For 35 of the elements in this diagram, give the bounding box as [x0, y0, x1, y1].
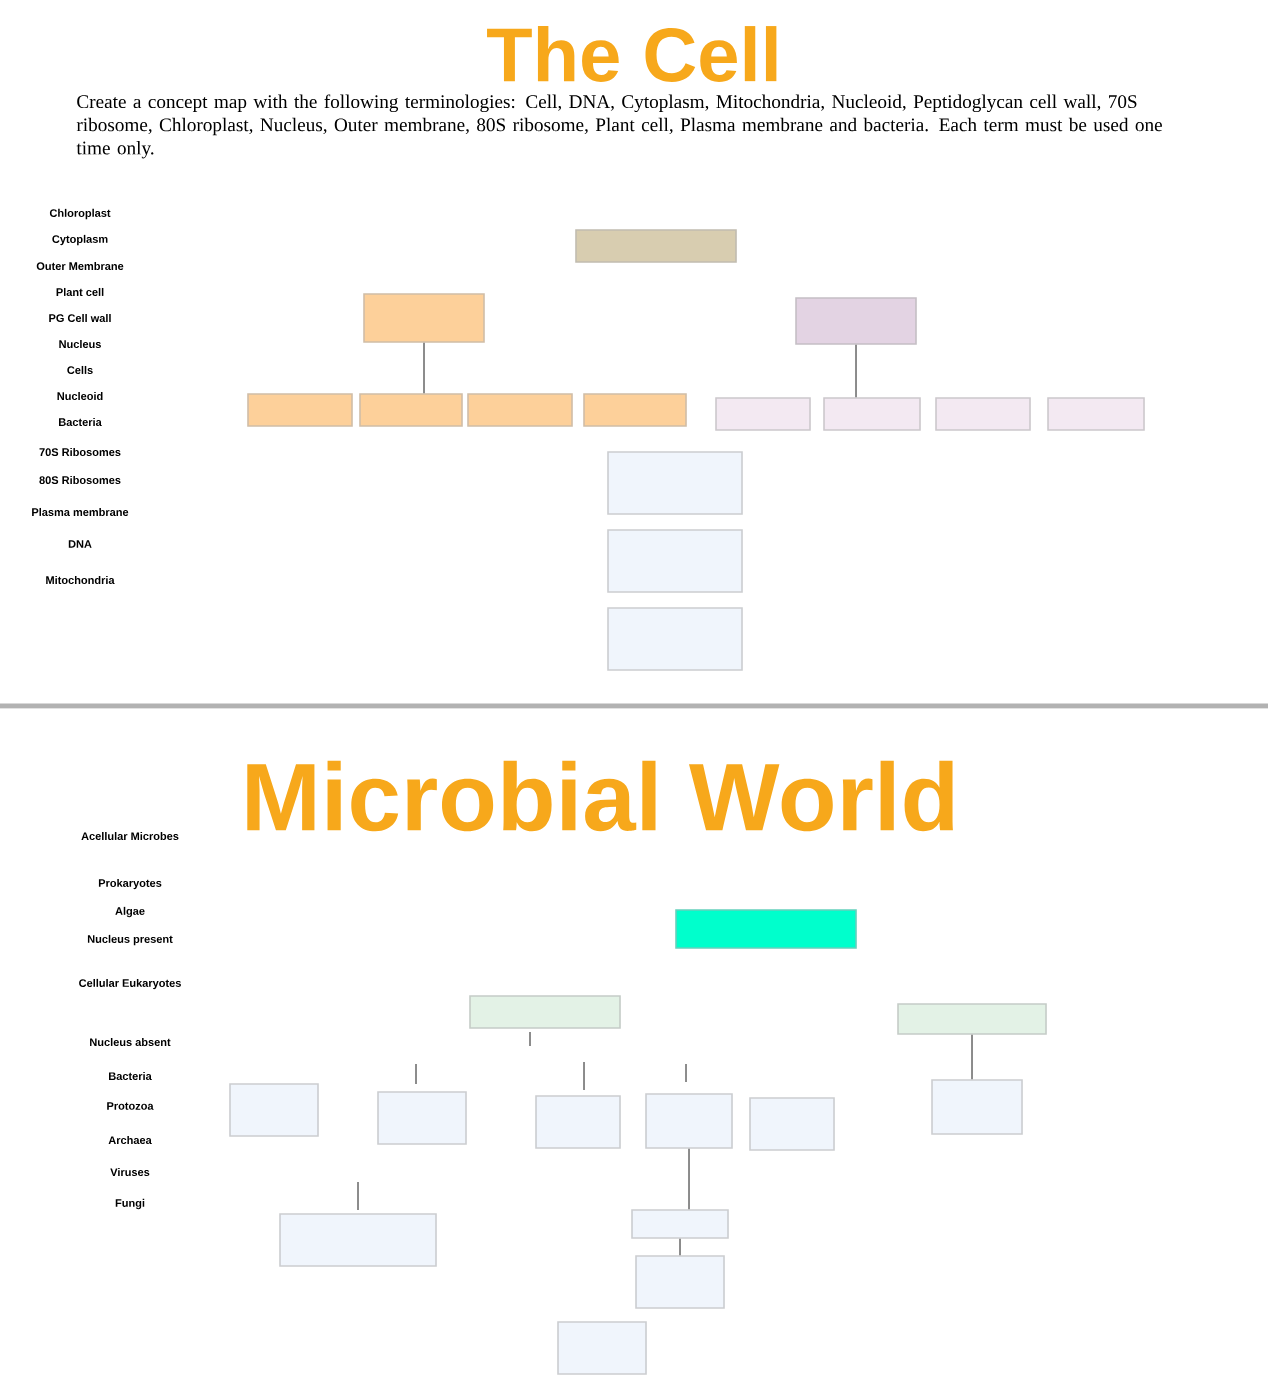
concept-box	[631, 1209, 729, 1239]
concept-box	[931, 1079, 1023, 1135]
concept-box	[583, 393, 687, 427]
concept-box	[557, 1321, 647, 1375]
concept-box	[229, 1083, 319, 1137]
connector-line	[855, 343, 857, 399]
concept-box	[575, 229, 737, 263]
concept-box	[749, 1097, 835, 1151]
concept-box	[535, 1095, 621, 1149]
instructions: Create a concept map with the following terminologies: Cell, DNA, Cytoplasm, Mitochondria, Nucleoid, Peptidoglycan cell wall, 70S ribosome, Chloroplast, Nucleus, Outer membrane, 80S ribosome, Plant cell, Plasma membrane and bacteria. Each term must be used one time only.	[76, 94, 1162, 159]
concept-box	[247, 393, 353, 427]
concept-box	[645, 1093, 733, 1149]
concept-box	[607, 451, 743, 515]
connector-line	[423, 341, 425, 395]
connector-line	[971, 1033, 973, 1081]
concept-box	[377, 1091, 467, 1145]
connector-line	[688, 1147, 690, 1211]
concept-box	[823, 397, 921, 431]
concept-box	[675, 909, 857, 949]
concept-box	[607, 607, 743, 671]
concept-box	[363, 293, 485, 343]
concept-box	[279, 1213, 437, 1267]
concept-box	[359, 393, 463, 427]
concept-box	[607, 529, 743, 593]
concept-box	[635, 1255, 725, 1309]
concept-box	[897, 1003, 1047, 1035]
concept-box	[715, 397, 811, 431]
title: The Cell	[487, 26, 777, 82]
concept-box	[1047, 397, 1145, 431]
concept-box	[467, 393, 573, 427]
concept-box	[469, 995, 621, 1029]
concept-box	[935, 397, 1031, 431]
concept-box	[795, 297, 917, 345]
title: Microbial World	[247, 760, 953, 832]
connector-line	[679, 1237, 681, 1257]
